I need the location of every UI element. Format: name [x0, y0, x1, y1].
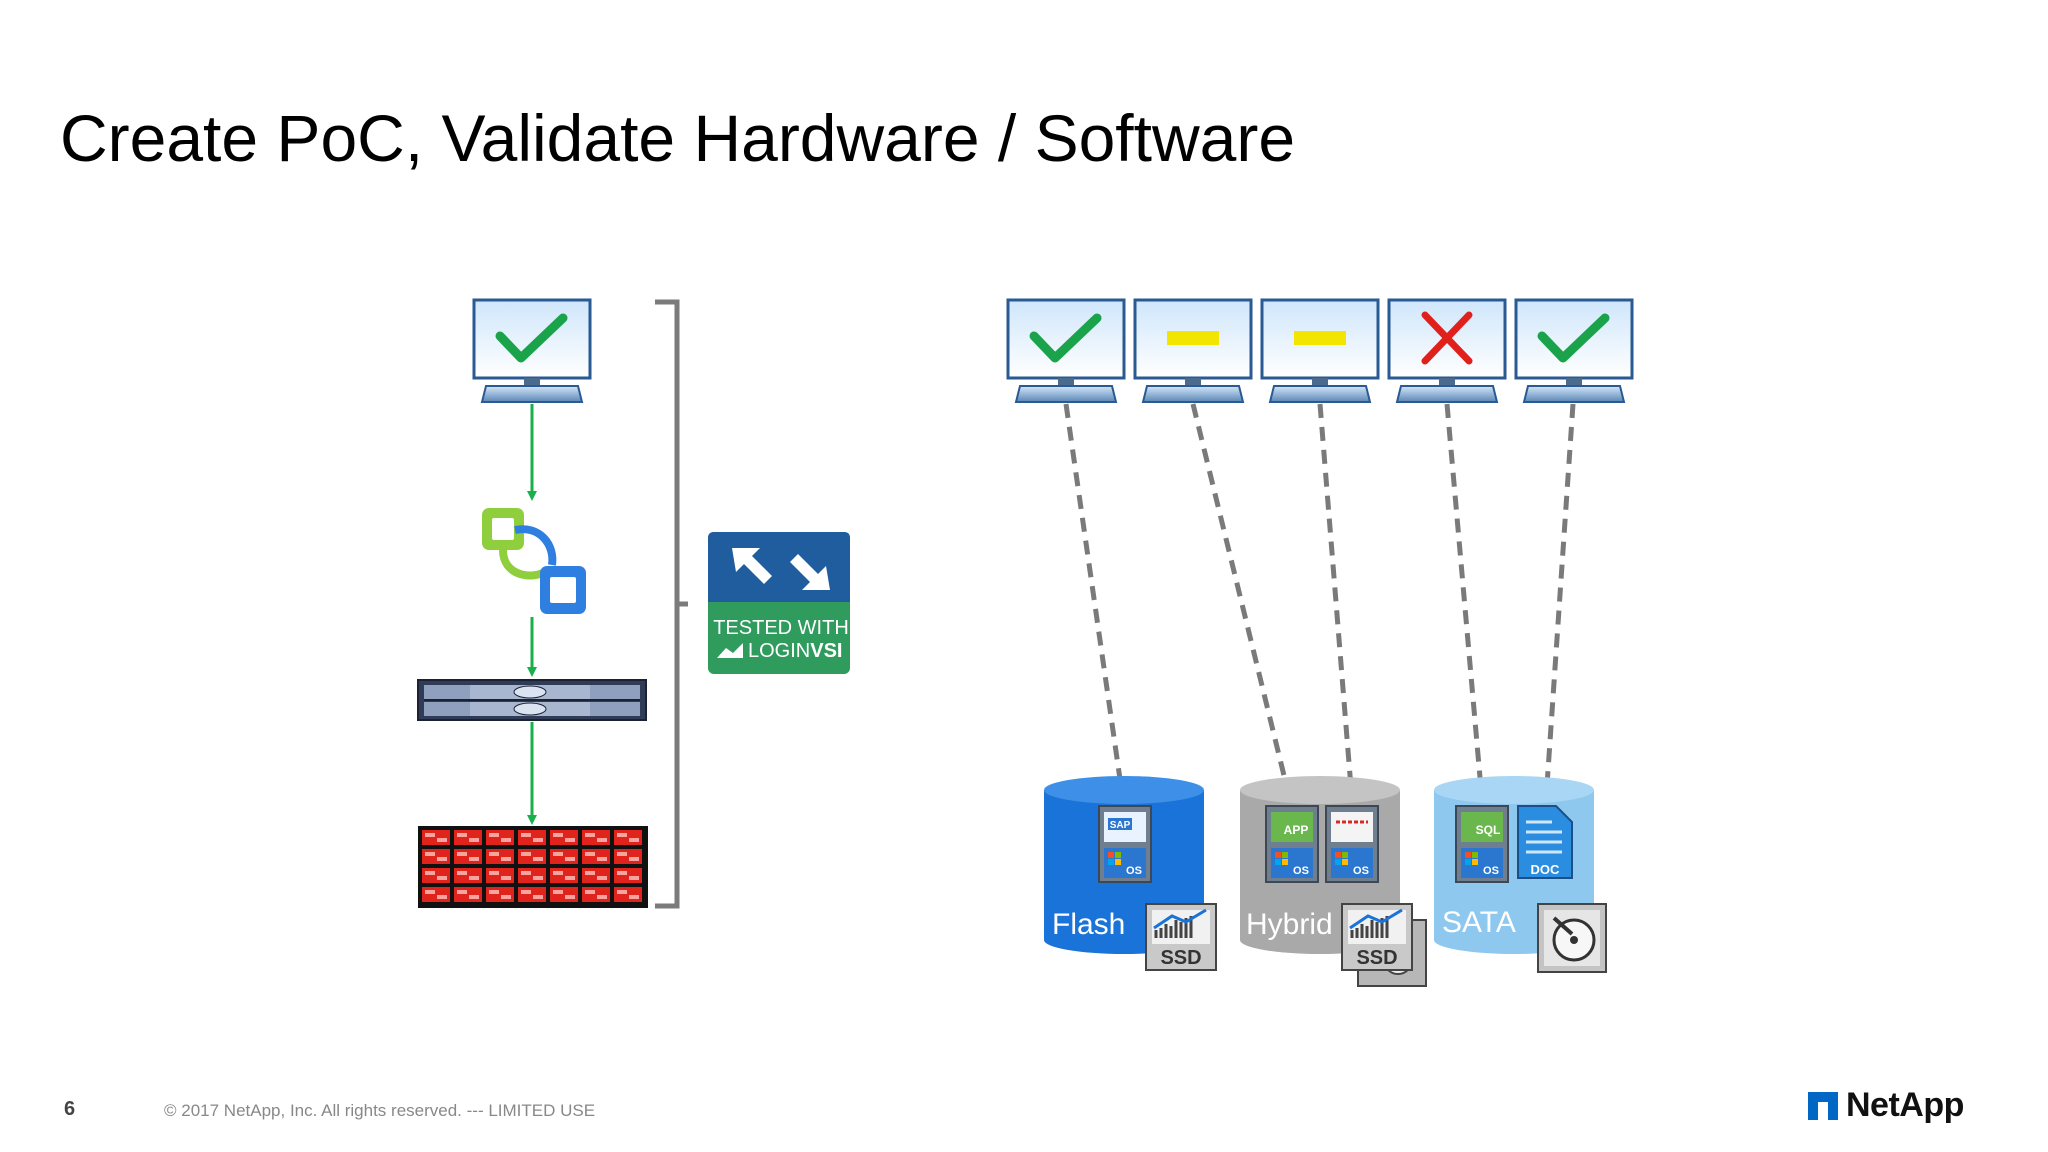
- storage-tier-hybrid: APP OS OS Hybrid SSD: [1240, 776, 1427, 987]
- monitor-left: [472, 298, 592, 403]
- vmware-icon: [482, 508, 586, 614]
- document-icon: DOC: [1517, 805, 1573, 879]
- arrows-icon: [732, 548, 830, 590]
- svg-text:SQL: SQL: [1476, 823, 1501, 837]
- badge-line1: TESTED WITH: [713, 617, 849, 639]
- sql-app-icon: SQL OS: [1455, 805, 1509, 883]
- slide-title: Create PoC, Validate Hardware / Software: [60, 101, 1296, 175]
- monitor-check: [1006, 298, 1126, 403]
- check-icon: [1537, 313, 1610, 363]
- page-number: 6: [64, 1098, 76, 1120]
- app-icon: APP OS: [1265, 805, 1319, 883]
- badge-line2: LOGINVSI: [748, 640, 843, 662]
- monitor-cross: [1387, 298, 1507, 403]
- monitor-dash: [1133, 298, 1253, 403]
- copyright-text: © 2017 NetApp, Inc. All rights reserved.…: [164, 1101, 596, 1120]
- dash-icon: [1294, 331, 1346, 345]
- sap-app-icon: SAP OS: [1098, 805, 1152, 883]
- svg-text:OS: OS: [1126, 865, 1142, 877]
- svg-text:OS: OS: [1353, 865, 1369, 877]
- check-icon: [1029, 313, 1102, 363]
- netapp-logo: NetApp: [1808, 1086, 1964, 1125]
- check-icon: [495, 313, 568, 363]
- svg-text:SAP: SAP: [1110, 820, 1131, 831]
- netapp-logo-icon: [1808, 1091, 1838, 1120]
- tier-label: Flash: [1052, 908, 1125, 941]
- svg-text:APP: APP: [1284, 823, 1309, 837]
- server-icon: [417, 679, 647, 721]
- svg-text:SSD: SSD: [1356, 947, 1397, 969]
- monitor-dash: [1260, 298, 1380, 403]
- svg-text:SSD: SSD: [1160, 947, 1201, 969]
- ssd-icon: SSD: [1341, 903, 1413, 971]
- svg-text:OS: OS: [1483, 865, 1499, 877]
- monitor-check: [1514, 298, 1634, 403]
- ssd-icon: SSD: [1145, 903, 1217, 971]
- cross-icon: [1421, 311, 1473, 365]
- dashed-arrows: [1063, 403, 1576, 807]
- chart-mark-icon: [717, 643, 743, 658]
- storage-tier-sata: SQL OS DOC SATA: [1434, 776, 1607, 973]
- dash-icon: [1167, 331, 1219, 345]
- bracket: [655, 299, 688, 909]
- loginvsi-badge: TESTED WITH LOGINVSI: [708, 532, 850, 674]
- tier-label: SATA: [1442, 906, 1516, 939]
- storage-array-icon: [418, 826, 648, 908]
- storage-tier-flash: SAP OS Flash SSD: [1044, 776, 1217, 971]
- hdd-icon: [1537, 903, 1607, 973]
- oracle-app-icon: OS: [1325, 805, 1379, 883]
- svg-text:DOC: DOC: [1531, 862, 1561, 877]
- logo-text: NetApp: [1846, 1086, 1964, 1124]
- tier-label: Hybrid: [1246, 908, 1333, 941]
- svg-text:OS: OS: [1293, 865, 1309, 877]
